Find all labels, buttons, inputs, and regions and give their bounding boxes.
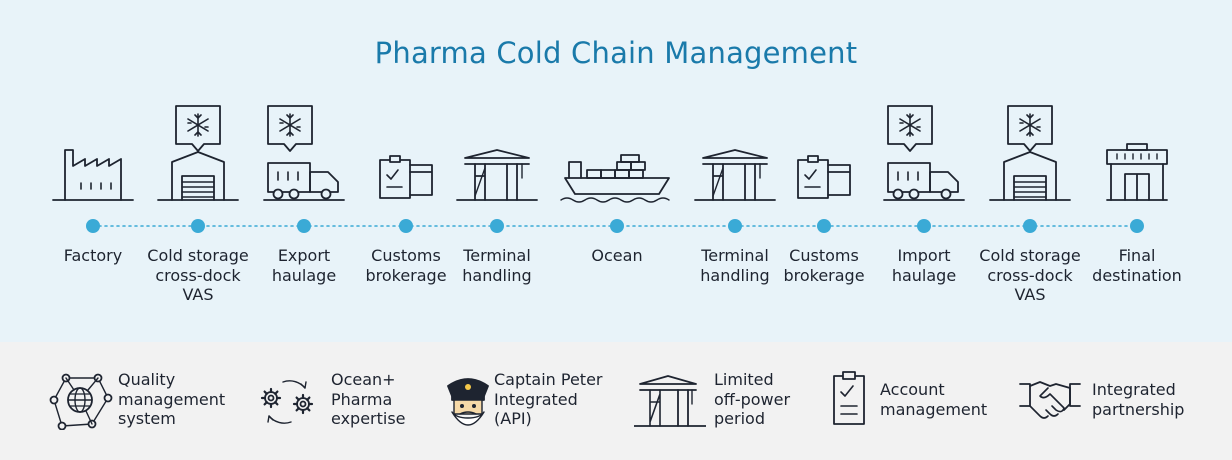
process-diagram xyxy=(52,105,1168,233)
snowflake-bubble-icon xyxy=(267,105,313,152)
stage-label-line: haulage xyxy=(891,265,957,285)
stage-dots xyxy=(86,219,1144,233)
stage-label-line: Factory xyxy=(63,246,123,265)
snowflake-bubble-icon xyxy=(887,105,933,152)
cold-storage-warehouse-icon xyxy=(157,105,239,201)
stage-label-line: brokerage xyxy=(783,265,865,285)
stage-label-line: Terminal xyxy=(463,246,531,265)
stage-label: Ocean xyxy=(552,246,682,266)
stage-label-line: Customs xyxy=(371,246,441,265)
feature-label-line: period xyxy=(714,409,765,428)
stage-label-line: cross-dock xyxy=(987,265,1073,285)
stage-label-line: Cold storage xyxy=(147,246,249,265)
quality-network-globe-icon xyxy=(49,373,113,430)
stage-label-line: Ocean xyxy=(591,246,643,265)
timeline-dot xyxy=(817,219,831,233)
feature-label-line: Captain Peter xyxy=(494,370,603,389)
stage-label-line: VAS xyxy=(1014,285,1046,304)
timeline-dot xyxy=(610,219,624,233)
stage-label-line: VAS xyxy=(182,285,214,304)
stage-label-line: Customs xyxy=(789,246,859,265)
feature-label-line: management xyxy=(118,389,226,409)
customs-clipboard-icon xyxy=(379,155,433,199)
process-panel xyxy=(0,0,1232,342)
stage-label-line: brokerage xyxy=(365,265,447,285)
captain-peter-icon xyxy=(447,378,489,426)
cold-storage-warehouse-icon xyxy=(989,105,1071,201)
stage-label-line: handling xyxy=(462,265,532,285)
feature-label-line: Quality xyxy=(118,370,176,389)
feature-label-line: Pharma xyxy=(331,389,393,409)
clipboard-checklist-icon xyxy=(833,371,865,425)
timeline-dot xyxy=(297,219,311,233)
container-ship-icon xyxy=(560,154,670,203)
snowflake-bubble-icon xyxy=(1007,105,1053,152)
feature-label-line: (API) xyxy=(494,409,532,428)
timeline-dot xyxy=(728,219,742,233)
feature-label-line: Account xyxy=(880,380,945,399)
stage-label-line: haulage xyxy=(271,265,337,285)
snowflake-bubble-icon xyxy=(175,105,221,152)
timeline-dot xyxy=(1130,219,1144,233)
stage-label-line: Terminal xyxy=(701,246,769,265)
feature-label-line: off-power xyxy=(714,389,791,409)
stage-label-line: Import xyxy=(897,246,951,265)
refrigerated-truck-icon xyxy=(883,105,965,201)
feature-label-line: Limited xyxy=(714,370,774,389)
features-panel xyxy=(0,342,1232,460)
timeline-dot xyxy=(86,219,100,233)
handshake-icon xyxy=(1019,381,1081,419)
feature-label-line: Ocean+ xyxy=(331,370,396,389)
terminal-crane-icon xyxy=(694,149,776,201)
stage-label-line: cross-dock xyxy=(155,265,241,285)
customs-clipboard-icon xyxy=(797,155,851,199)
terminal-crane-icon xyxy=(456,149,538,201)
feature-label-line: partnership xyxy=(1092,399,1185,419)
timeline-dot xyxy=(399,219,413,233)
factory-icon xyxy=(52,149,134,201)
timeline-dot xyxy=(191,219,205,233)
stage-label-line: Export xyxy=(277,246,331,265)
final-destination-building-icon xyxy=(1106,143,1168,201)
stage-label-line: Cold storage xyxy=(979,246,1081,265)
stage-icons xyxy=(52,105,1168,203)
stage-label: Factory xyxy=(28,246,158,266)
feature-label-line: system xyxy=(118,409,176,428)
feature-label-line: Integrated xyxy=(1092,380,1176,399)
timeline-dot xyxy=(917,219,931,233)
crane-icon xyxy=(634,375,706,427)
stage-label-line: Final xyxy=(1118,246,1156,265)
refrigerated-truck-icon xyxy=(263,105,345,201)
stage-label-line: destination xyxy=(1092,265,1182,285)
feature-label-line: Integrated xyxy=(494,389,578,409)
timeline-dot xyxy=(490,219,504,233)
feature-label-line: management xyxy=(880,399,988,419)
page-title: Pharma Cold Chain Management xyxy=(374,36,858,70)
gears-cycle-icon xyxy=(260,380,314,424)
stage-label-line: handling xyxy=(700,265,770,285)
feature-label-line: expertise xyxy=(331,409,406,428)
timeline-dot xyxy=(1023,219,1037,233)
